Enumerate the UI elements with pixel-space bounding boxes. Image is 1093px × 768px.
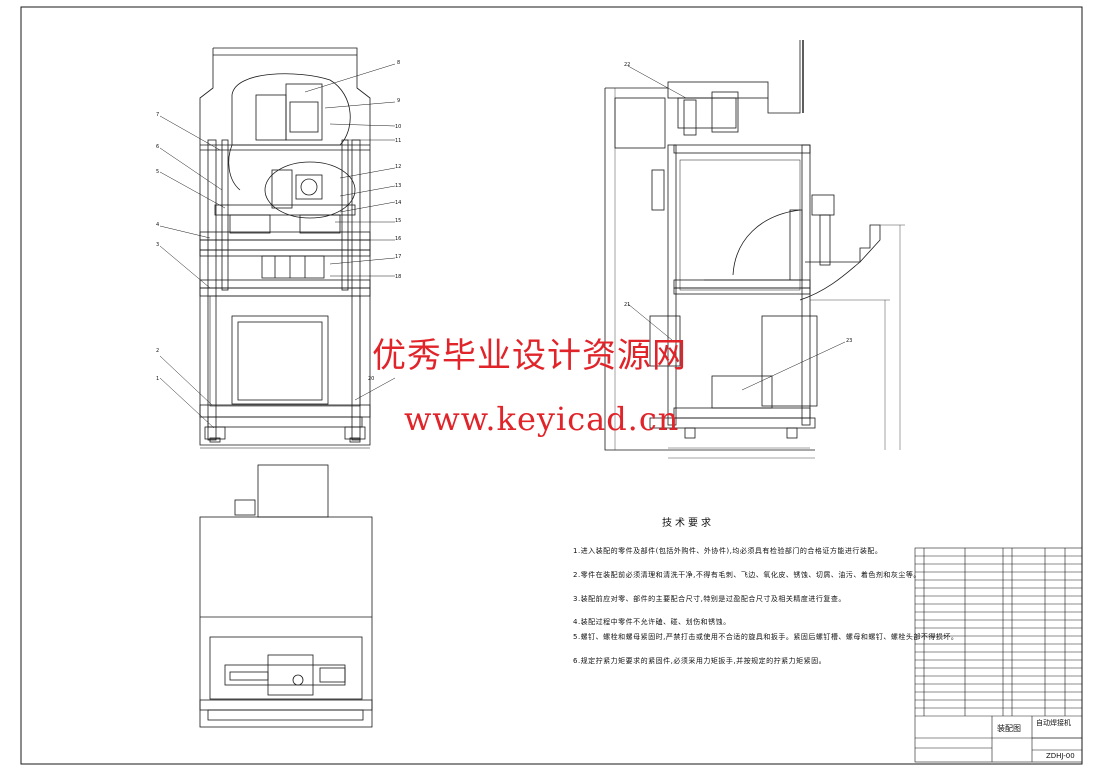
balloon: 7: [156, 112, 159, 118]
balloon: 3: [156, 242, 159, 248]
tech-req-item: 6.规定拧紧力矩要求的紧固件,必须采用力矩扳手,并按规定的拧紧力矩紧固。: [573, 657, 827, 665]
balloon: 9: [397, 98, 400, 104]
balloon: 18: [395, 274, 401, 280]
balloon: 13: [395, 183, 401, 189]
sheet-border: [20, 6, 1083, 765]
tech-req-item: 5.螺钉、螺栓和螺母紧固时,严禁打击或使用不合适的旋具和扳手。紧固后螺钉槽、螺母…: [573, 633, 959, 641]
balloon: 11: [395, 138, 401, 144]
title-block-title: 装配图: [997, 724, 1021, 733]
tech-req-item: 4.装配过程中零件不允许磕、碰、划伤和锈蚀。: [573, 618, 731, 626]
balloon: 6: [156, 144, 159, 150]
title-block: [914, 547, 1083, 763]
tech-req-item: 1.进入装配的零件及部件(包括外购件、外协件),均必须具有检验部门的合格证方能进…: [573, 547, 883, 555]
balloon: 23: [846, 338, 852, 344]
balloon: 20: [368, 376, 374, 382]
balloon: 10: [395, 124, 401, 130]
balloon: 22: [624, 62, 630, 68]
watermark-cn: 优秀毕业设计资源网: [372, 336, 687, 376]
balloon: 4: [156, 222, 159, 228]
balloon: 12: [395, 164, 401, 170]
balloon: 14: [395, 200, 401, 206]
tech-req-item: 2.零件在装配前必须清理和清洗干净,不得有毛刺、飞边、氧化皮、锈蚀、切屑、油污、…: [573, 571, 921, 579]
balloon: 21: [624, 302, 630, 308]
side-view: [604, 40, 905, 459]
tech-req-title: 技术要求: [662, 518, 714, 529]
balloon: 17: [395, 254, 401, 260]
top-view: [199, 464, 373, 728]
title-block-subtitle: 自动焊接机: [1036, 719, 1071, 727]
balloon: 1: [156, 376, 159, 382]
watermark-url: www.keyicad.cn: [404, 400, 680, 438]
front-view: [159, 47, 396, 449]
title-block-drawing-no: ZDHJ-00: [1046, 752, 1075, 760]
tech-req-item: 3.装配前应对零、部件的主要配合尺寸,特别是过盈配合尺寸及相关精度进行复查。: [573, 595, 846, 603]
balloon: 5: [156, 169, 159, 175]
balloon: 16: [395, 236, 401, 242]
balloon: 8: [397, 60, 400, 66]
balloon: 15: [395, 218, 401, 224]
balloon-labels: 1 2 3 4 5 6 7 8 9 10 11 12 13 14 15 16 1…: [156, 60, 852, 382]
balloon: 2: [156, 348, 159, 354]
